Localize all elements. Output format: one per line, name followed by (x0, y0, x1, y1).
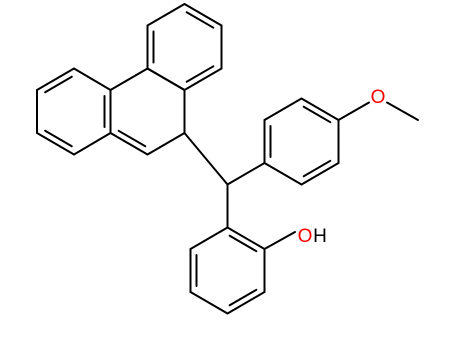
methine-to-anisyl-bond (226, 162, 266, 186)
phenanthrene-top-ring-bond (146, 3, 186, 27)
phenanthrene-top-ring-double-bond (185, 11, 215, 29)
phenol-ring-bond (189, 226, 229, 250)
phenanthrene-left-ring-bond (73, 132, 112, 156)
phenanthrene-top-ring-double-bond (185, 65, 215, 83)
anisyl-ring-bond (263, 162, 303, 186)
phenanthrene-left-ring-double-bond (44, 75, 73, 94)
aryl-oxygen-bond (337, 101, 370, 121)
phenanthrene-top-ring-bond (183, 67, 223, 91)
phenanthrene-left-ring-bond (73, 67, 112, 91)
atom-label-layer: O O H (298, 87, 386, 247)
oxygen-methyl-bond (386, 101, 419, 121)
phenol-ring-bond (189, 291, 229, 315)
anisyl-ring-bond (263, 97, 303, 121)
phenanthrene-left-ring-bond (36, 67, 75, 91)
phenanthrene-middle-ring-bond (109, 132, 149, 156)
anisyl-ring-bond (300, 162, 340, 186)
phenanthrene-top-ring-bond (146, 67, 186, 91)
aryl-hydroxyl-bond (263, 231, 296, 250)
anisyl-ring-double-bond (302, 159, 332, 178)
phenanthrene-middle-ring-bond (146, 132, 186, 156)
phenanthrene-top-ring-bond (183, 3, 223, 27)
phenanthrene-left-ring-double-bond (44, 129, 73, 148)
phenol-ring-double-bond (228, 234, 258, 253)
methoxy-oxygen-label: O (371, 87, 386, 108)
anisyl-ring-double-bond (302, 105, 332, 124)
anisyl-ring-bond (300, 97, 340, 121)
phenol-ring-bond (226, 291, 266, 315)
hydroxyl-oxygen-label: O (298, 226, 313, 247)
methine-to-phenanthrene-bond (183, 132, 229, 186)
phenol-ring-double-bond (228, 288, 258, 307)
phenol-ring-bond (226, 226, 266, 250)
phenanthrene-middle-ring-double-bond (117, 129, 147, 148)
bond-layer (36, 3, 419, 315)
phenanthrene-middle-ring-bond (109, 67, 149, 91)
hydroxyl-hydrogen-label: H (313, 226, 327, 247)
phenanthrene-left-ring-bond (36, 132, 75, 156)
